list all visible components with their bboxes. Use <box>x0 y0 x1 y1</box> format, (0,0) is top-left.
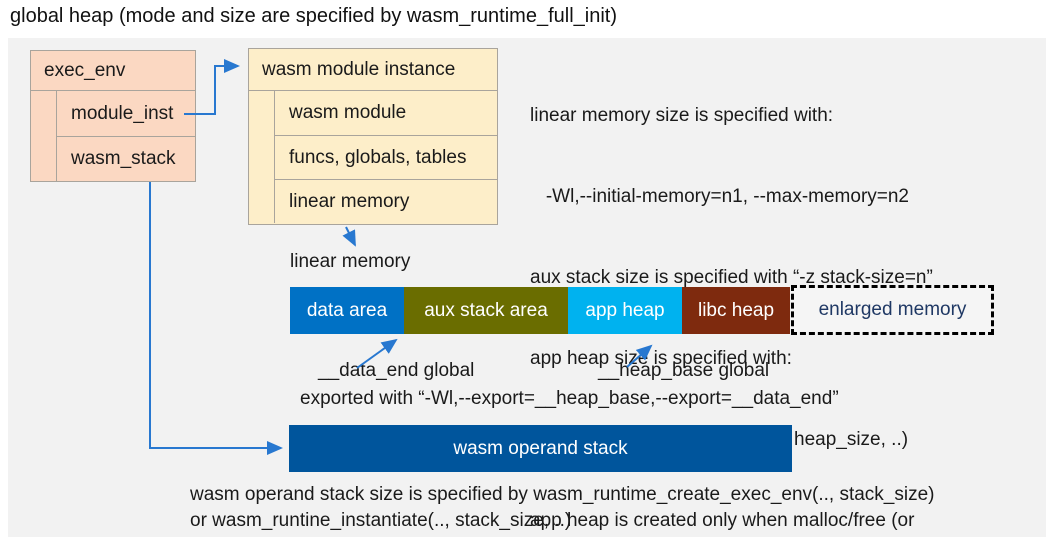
exec-env-header: exec_env <box>31 51 195 91</box>
note-line: app heap is created only when malloc/fre… <box>530 510 915 531</box>
page-title: global heap (mode and size are specified… <box>10 5 617 27</box>
note-line: linear memory size is specified with: <box>530 105 834 126</box>
data-end-global-label: __data_end global <box>318 360 475 381</box>
wasm-module-instance-header: wasm module instance <box>249 49 497 91</box>
exec-env-indent-strip <box>31 91 57 181</box>
wasm-module-instance-indent-strip <box>249 91 275 223</box>
segment-data-area: data area <box>290 287 404 334</box>
instance-row-wasm-module: wasm module <box>289 102 407 123</box>
instance-row-funcs-globals-tables: funcs, globals, tables <box>275 135 497 179</box>
linear-memory-label: linear memory <box>290 251 411 272</box>
note-line: aux stack size is specified with “-z sta… <box>530 267 933 288</box>
exported-with-label: exported with “-Wl,--export=__heap_base,… <box>300 388 839 409</box>
exec-env-row-wasm-stack: wasm_stack <box>57 136 195 181</box>
segment-libc-heap: libc heap <box>682 287 790 334</box>
wasm-module-instance-box: wasm module instance wasm module funcs, … <box>248 48 498 225</box>
note-line: or wasm_runtine_instantiate(.., stack_si… <box>190 510 572 531</box>
linear-memory-bar: data area aux stack area app heap libc h… <box>290 287 790 334</box>
segment-aux-stack-area: aux stack area <box>404 287 568 334</box>
note-line: -Wl,--initial-memory=n1, --max-memory=n2 <box>530 186 909 207</box>
exec-env-box: exec_env module_inst wasm_stack <box>30 50 196 182</box>
note-line: wasm operand stack size is specified by … <box>190 484 935 505</box>
segment-app-heap: app heap <box>568 287 682 334</box>
wasm-operand-stack-bar: wasm operand stack <box>289 425 792 472</box>
exec-env-row-module-inst: module_inst <box>71 102 174 124</box>
note-line: app heap size is specified with: <box>530 348 792 369</box>
enlarged-memory-box: enlarged memory <box>791 285 994 335</box>
operand-stack-notes: wasm operand stack size is specified by … <box>190 482 935 534</box>
instance-row-linear-memory: linear memory <box>275 179 497 223</box>
heap-base-global-label: __heap_base global <box>598 360 770 381</box>
